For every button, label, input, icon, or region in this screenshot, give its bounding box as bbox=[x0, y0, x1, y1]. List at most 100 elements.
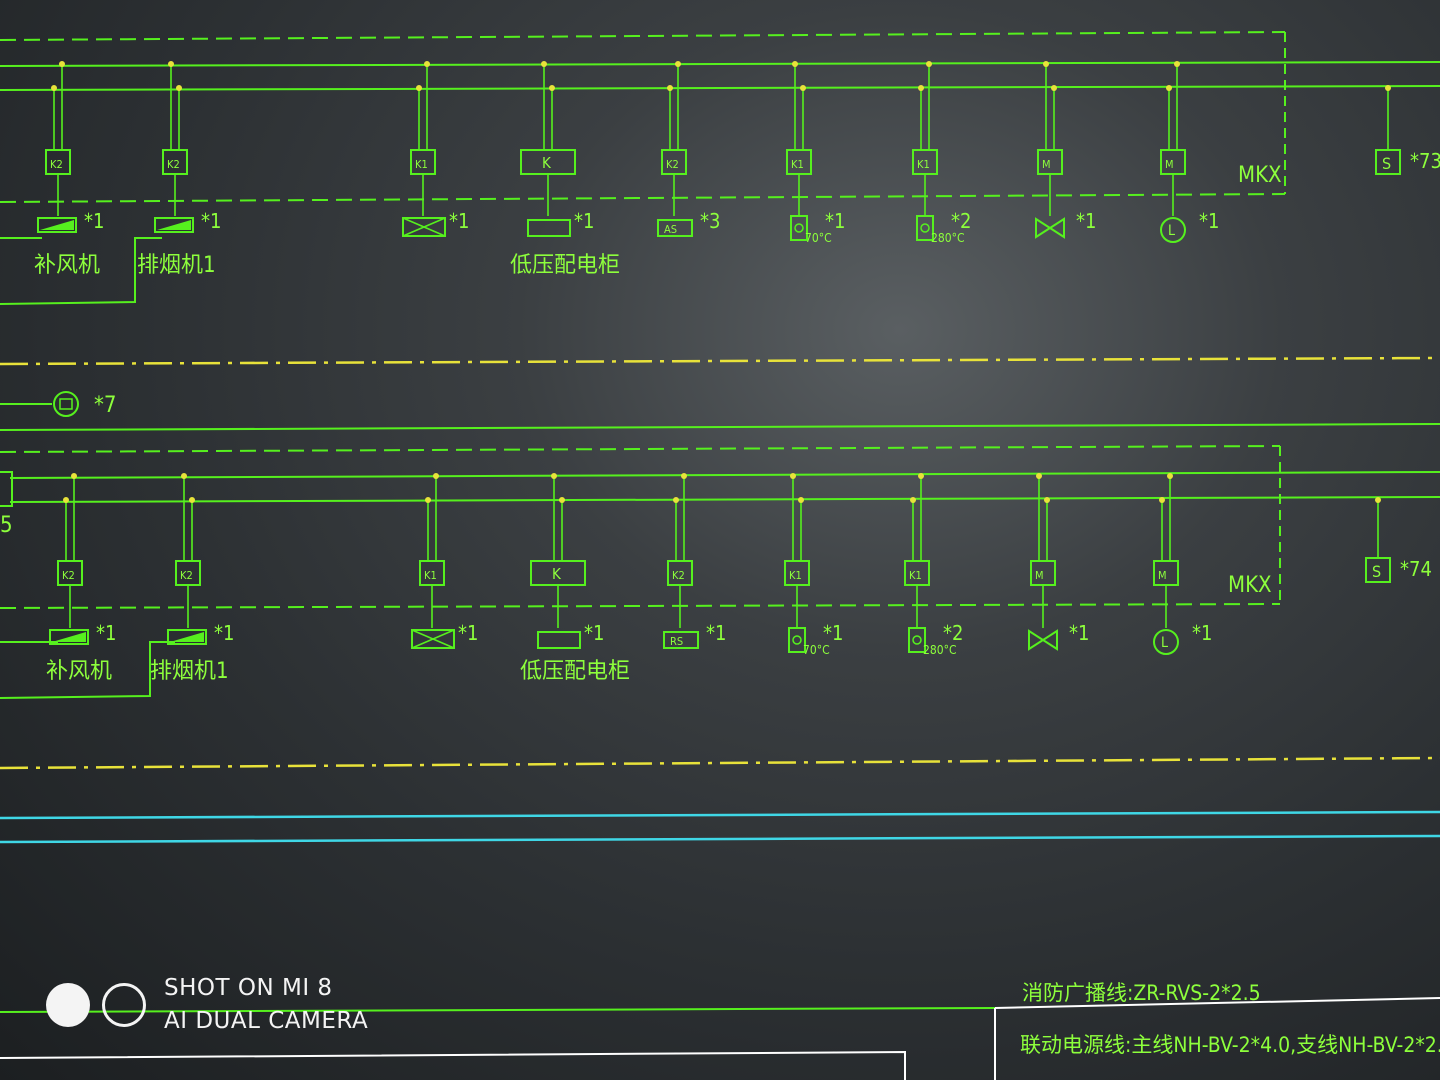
device-tag: *1 bbox=[1076, 209, 1096, 233]
bus-line bbox=[9, 471, 1440, 479]
legend-power: 联动电源线:主线NH-BV-2*4.0,支线NH-BV-2*2.5 bbox=[1020, 1033, 1440, 1057]
device-name: 排烟机1 bbox=[150, 659, 229, 684]
level-switch-letter: L bbox=[1161, 635, 1168, 651]
bus-line bbox=[0, 85, 1440, 91]
junction-dot bbox=[559, 497, 565, 503]
camera-dot-icon bbox=[46, 983, 90, 1027]
speaker-icon bbox=[53, 391, 79, 417]
junction-dot bbox=[667, 85, 673, 91]
fan-icon-fill bbox=[52, 632, 86, 642]
watermark-line2: AI DUAL CAMERA bbox=[164, 1008, 369, 1034]
relay-label: K1 bbox=[791, 158, 804, 171]
device-tag: *1 bbox=[1069, 621, 1089, 645]
junction-dot bbox=[433, 473, 439, 479]
relay-label: M bbox=[1165, 158, 1174, 171]
panel-border-bottom bbox=[0, 603, 1281, 609]
relay-label: K2 bbox=[666, 158, 679, 171]
camera-ring-icon bbox=[102, 983, 146, 1027]
device-tag: *2 bbox=[951, 209, 971, 233]
cyan-line bbox=[0, 810, 1440, 820]
junction-dot bbox=[1174, 61, 1180, 67]
junction-dot bbox=[168, 61, 174, 67]
junction-dot bbox=[800, 85, 806, 91]
sensor-letter: S bbox=[1382, 154, 1391, 173]
relay-label: K bbox=[542, 154, 552, 172]
fan-icon-fill bbox=[40, 220, 74, 230]
relay-label: K1 bbox=[909, 569, 922, 582]
device-tag: *3 bbox=[700, 209, 720, 233]
damper-icon bbox=[402, 217, 446, 237]
device-name: 低压配电柜 bbox=[520, 659, 630, 684]
junction-dot bbox=[416, 85, 422, 91]
junction-dot bbox=[176, 85, 182, 91]
level-switch-icon bbox=[1153, 629, 1179, 655]
junction-dot bbox=[51, 85, 57, 91]
device-tag: *2 bbox=[943, 621, 963, 645]
module-box bbox=[663, 631, 699, 649]
sensor-letter: S bbox=[1372, 562, 1381, 581]
bottom-line bbox=[0, 1007, 996, 1013]
junction-dot bbox=[790, 473, 796, 479]
valve-icon bbox=[1035, 217, 1065, 239]
device-tag: *1 bbox=[706, 621, 726, 645]
zone-divider bbox=[0, 756, 1440, 770]
fire-damper-icon-dot bbox=[912, 635, 922, 645]
device-tag: *1 bbox=[1192, 621, 1212, 645]
device-tag: *1 bbox=[84, 209, 104, 233]
relay-label: M bbox=[1042, 158, 1051, 171]
junction-dot bbox=[1036, 473, 1042, 479]
junction-dot bbox=[181, 473, 187, 479]
bus-line bbox=[9, 496, 1440, 503]
relay-label: K1 bbox=[424, 569, 437, 582]
device-tag: *1 bbox=[825, 209, 845, 233]
junction-dot bbox=[71, 473, 77, 479]
sensor-tag: *74 bbox=[1400, 557, 1432, 581]
device-name: 排烟机1 bbox=[137, 253, 216, 278]
junction-dot bbox=[189, 497, 195, 503]
fan-icon-fill bbox=[157, 220, 191, 230]
module-box-label: AS bbox=[664, 223, 677, 236]
left-cut-label: 5 bbox=[0, 513, 13, 538]
junction-dot bbox=[681, 473, 687, 479]
fire-damper-icon bbox=[788, 627, 806, 653]
junction-dot bbox=[1159, 497, 1165, 503]
watermark-text: SHOT ON MI 8 AI DUAL CAMERA bbox=[164, 972, 368, 1038]
device-tag: *1 bbox=[574, 209, 594, 233]
device-tag: *1 bbox=[584, 621, 604, 645]
device-name: 低压配电柜 bbox=[510, 253, 620, 278]
sensor-tag: *73 bbox=[1410, 149, 1440, 173]
zone-divider bbox=[0, 356, 1440, 366]
fan-icon bbox=[167, 629, 207, 645]
junction-dot bbox=[1375, 497, 1381, 503]
fire-damper-icon-dot bbox=[920, 223, 930, 233]
fan-icon bbox=[154, 217, 194, 233]
relay-label: M bbox=[1158, 569, 1167, 582]
junction-dot bbox=[675, 61, 681, 67]
junction-dot bbox=[1051, 85, 1057, 91]
fire-damper-icon-dot bbox=[794, 223, 804, 233]
junction-dot bbox=[1167, 473, 1173, 479]
fire-damper-icon bbox=[790, 215, 808, 241]
fan-icon bbox=[37, 217, 77, 233]
panel-border-bottom bbox=[0, 193, 1286, 203]
junction-dot bbox=[424, 61, 430, 67]
title-block-border bbox=[0, 1050, 906, 1080]
device-name: 补风机 bbox=[46, 659, 112, 684]
module-box-label: RS bbox=[670, 635, 683, 648]
device-tag: *1 bbox=[458, 621, 478, 645]
device-tag: *1 bbox=[96, 621, 116, 645]
broadcast-line bbox=[0, 423, 1440, 431]
panel-border-top bbox=[0, 31, 1286, 41]
damper-icon-cross bbox=[411, 629, 455, 649]
terminal-box bbox=[0, 471, 13, 507]
junction-dot bbox=[673, 497, 679, 503]
diagram-frame bbox=[0, 31, 1440, 1080]
speaker-tag: *7 bbox=[94, 393, 116, 418]
feeder-line bbox=[0, 641, 175, 699]
junction-dot bbox=[918, 473, 924, 479]
relay-label: K2 bbox=[180, 569, 193, 582]
junction-dot bbox=[549, 85, 555, 91]
device-tag: *1 bbox=[1199, 209, 1219, 233]
relay-label: K2 bbox=[672, 569, 685, 582]
